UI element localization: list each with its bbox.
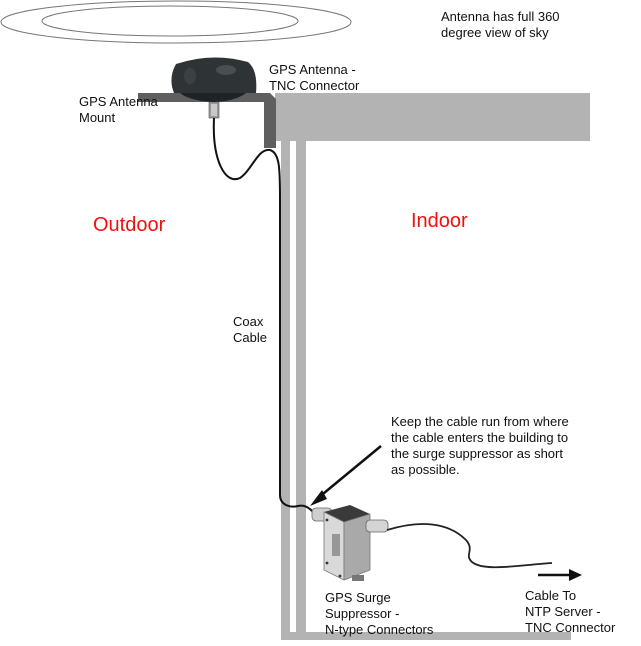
coax-cable (212, 117, 317, 517)
cable-direction-arrow (538, 569, 582, 581)
floor-strip (281, 632, 571, 640)
cable-to-ntp-server (386, 523, 553, 569)
floor-strip-inner (296, 624, 297, 625)
antenna-connector-highlight (211, 104, 217, 116)
wall-inner-strip (296, 141, 306, 632)
sky-view-inner-ellipse (41, 5, 299, 37)
sky-view-outer-ellipse (0, 0, 352, 44)
suppressor-label: GPS Surge Suppressor - N-type Connectors (325, 590, 434, 637)
cable-to-server-label: Cable To NTP Server - TNC Connector (525, 588, 616, 635)
advice-label: Keep the cable run from where the cable … (391, 414, 569, 477)
sky-view-label: Antenna has full 360 degree view of sky (441, 9, 560, 40)
antenna-label: GPS Antenna - TNC Connector (269, 62, 360, 93)
antenna-mount-bracket (138, 93, 276, 148)
coax-cable-label: Coax Cable (233, 314, 267, 345)
gps-antenna-icon (171, 57, 257, 102)
indoor-region-label: Indoor (411, 210, 468, 232)
roof-slab (275, 93, 590, 141)
mount-label: GPS Antenna Mount (79, 94, 158, 125)
wall-outer-strip (281, 141, 290, 640)
advice-pointer-arrow (310, 445, 382, 506)
outdoor-region-label: Outdoor (93, 214, 166, 236)
surge-suppressor-icon (311, 505, 389, 581)
